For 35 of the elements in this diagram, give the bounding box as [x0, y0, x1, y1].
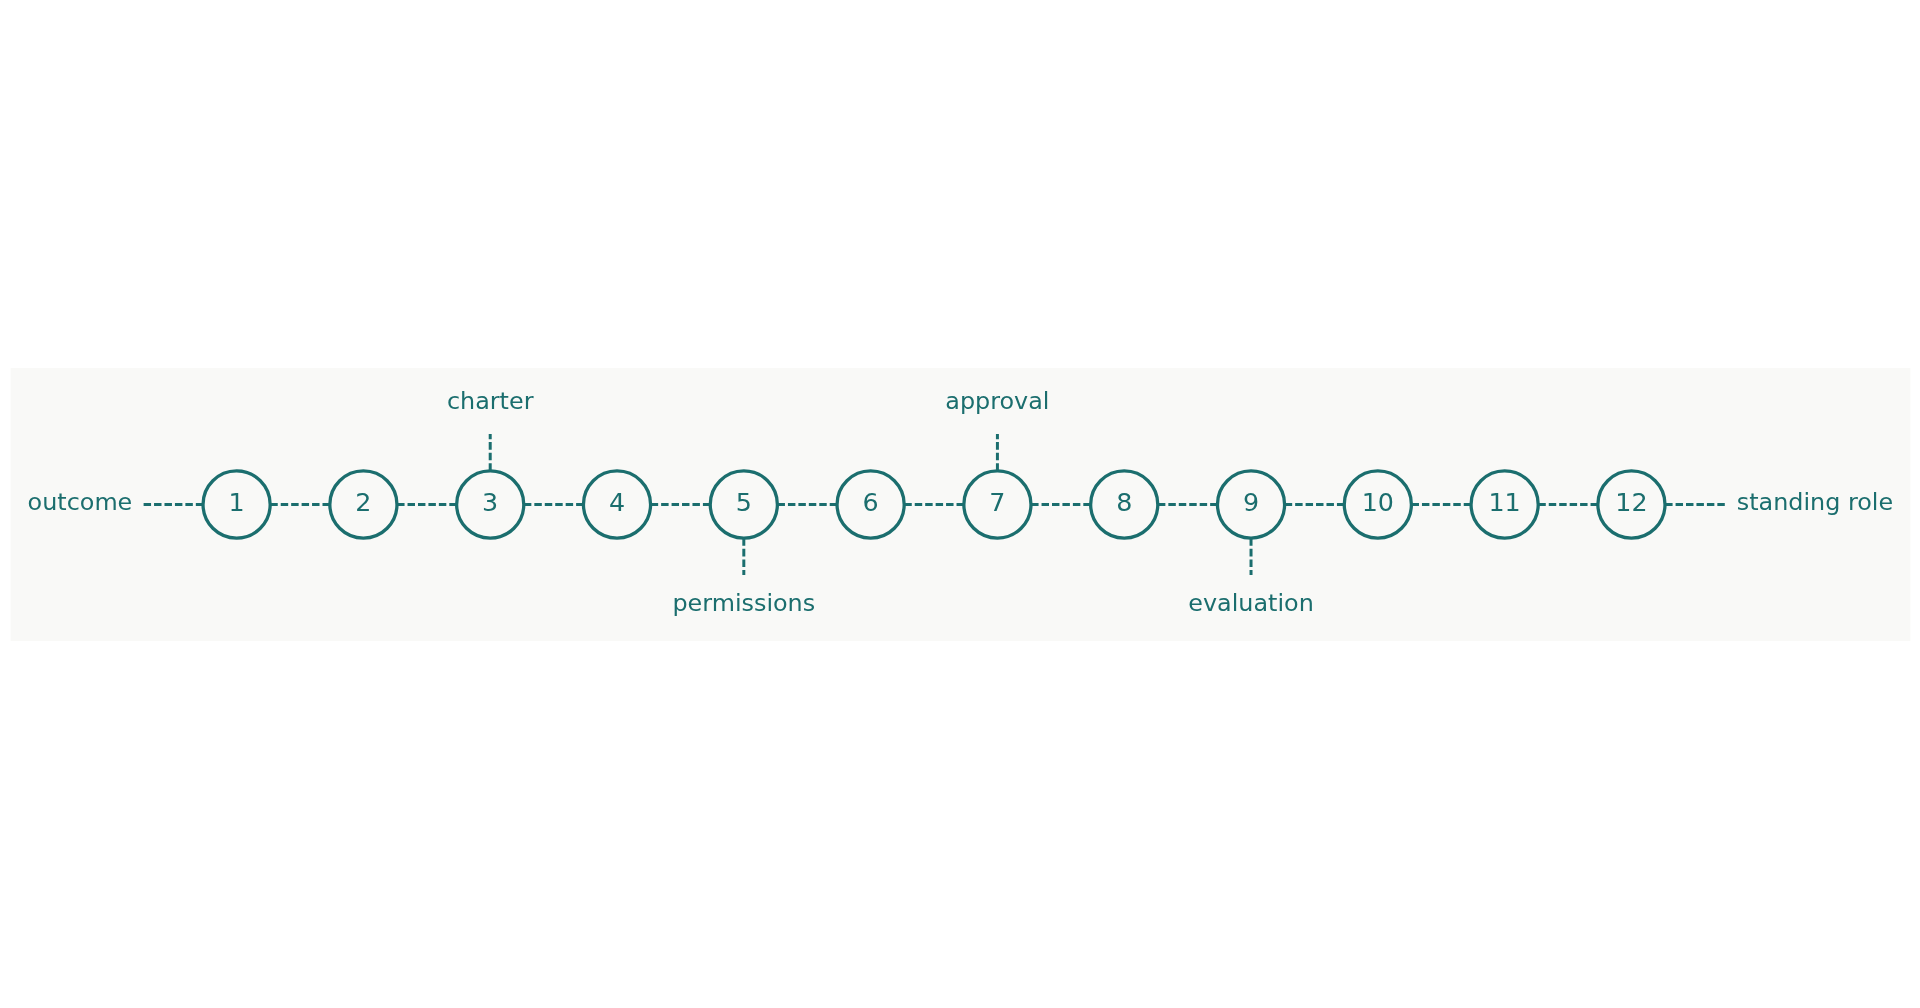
connector	[269, 502, 329, 506]
connector	[741, 538, 745, 575]
connector	[143, 502, 202, 506]
connector	[1537, 502, 1597, 506]
connector	[1157, 502, 1217, 506]
node-circle: 5	[708, 468, 779, 540]
node-circle: 1	[200, 468, 272, 540]
connector	[650, 502, 710, 506]
node-text: standing role	[1736, 487, 1893, 516]
node-circle: 6	[834, 468, 906, 540]
node-text: evaluation	[1187, 588, 1314, 617]
node-text: outcome	[27, 487, 132, 516]
connector	[488, 433, 492, 471]
node-circle: 3	[454, 468, 525, 540]
connector	[1664, 502, 1725, 506]
node-text: approval	[944, 386, 1050, 415]
connector	[1411, 502, 1470, 506]
node-text: charter	[446, 386, 533, 415]
connector	[995, 433, 999, 471]
node-circle: 4	[581, 468, 652, 540]
node-circle: 10	[1342, 468, 1413, 540]
connector	[1249, 538, 1252, 575]
connector	[1284, 502, 1344, 506]
connector	[1030, 502, 1090, 506]
node-circle: 9	[1215, 468, 1286, 540]
connector	[396, 502, 456, 506]
node-circle: 2	[327, 468, 399, 540]
connector	[523, 502, 583, 506]
node-circle: 11	[1468, 468, 1540, 540]
node-circle: 7	[961, 468, 1033, 540]
node-circle: 8	[1088, 468, 1159, 540]
connector	[777, 502, 836, 506]
node-circle: 12	[1595, 468, 1667, 540]
node-text: permissions	[671, 588, 815, 617]
connector	[903, 502, 963, 506]
